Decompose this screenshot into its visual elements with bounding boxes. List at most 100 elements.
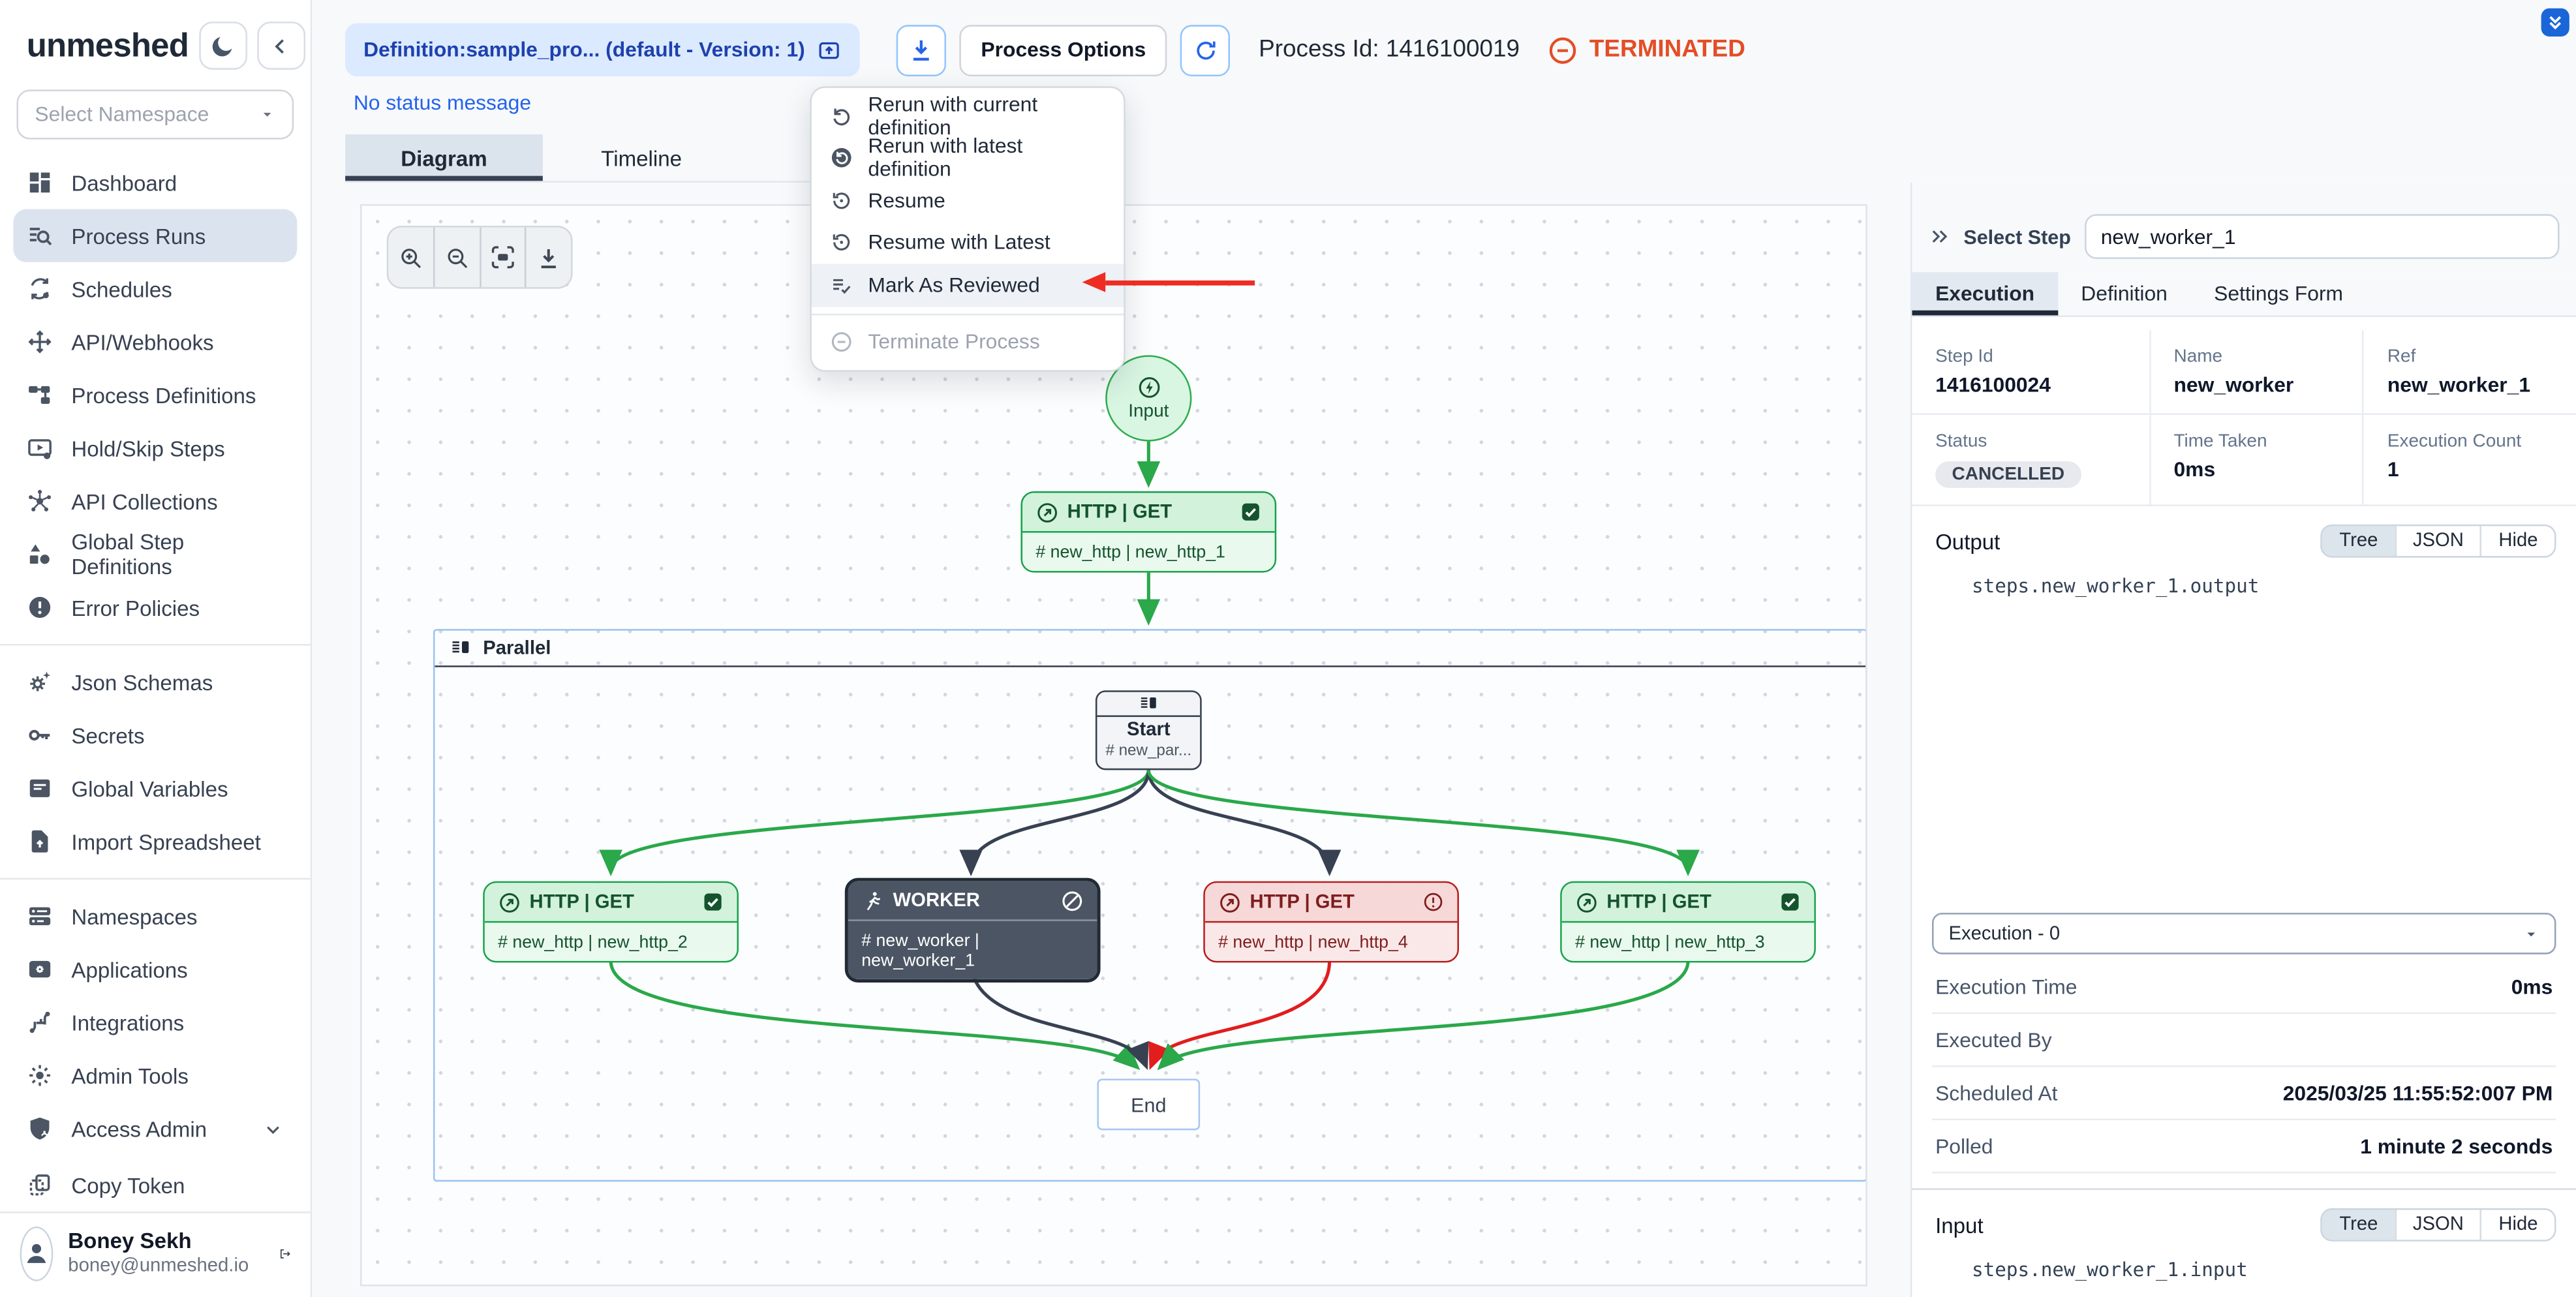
sidebar-item-namespaces[interactable]: Namespaces [13,889,297,942]
input-path[interactable]: steps.new_worker_1.input [1972,1258,2248,1281]
sidebar-item-process-runs[interactable]: Process Runs [13,209,298,262]
http-icon [1035,500,1059,524]
status-message-link[interactable]: No status message [353,91,532,115]
tab-timeline[interactable]: Timeline [601,145,682,172]
chevron-left-icon [269,34,292,57]
logo-text: unmeshed [26,27,189,64]
list-check-icon [830,273,853,297]
view-tabs: Diagram Timeline [345,134,1076,183]
status-badge: CANCELLED [1935,461,2081,488]
topbar: Definition:sample_pro... (default - Vers… [312,0,2576,115]
node-end[interactable]: End [1097,1078,1201,1131]
node-new-http-1[interactable]: HTTP | GET # new_http | new_http_1 [1020,491,1277,573]
fit-view-button[interactable] [480,227,527,288]
annotation-arrow-line [1105,279,1255,285]
json-schemas-icon [27,669,54,695]
rerun-icon [830,104,853,128]
node-new-http-3[interactable]: HTTP | GET # new_http | new_http_3 [1560,881,1816,963]
menu-item-resume[interactable]: Resume [812,179,1124,222]
input-tree-button[interactable]: Tree [2322,1210,2397,1240]
person-icon [22,1238,52,1268]
output-tree-button[interactable]: Tree [2322,526,2397,557]
node-new-worker-1[interactable]: WORKER # new_worker | new_worker_1 [844,877,1101,983]
tab-definition[interactable]: Definition [2081,282,2168,306]
error-policies-icon [27,594,54,621]
sidebar-item-global-step-definitions[interactable]: Global Step Definitions [13,528,297,581]
bolt-circle-icon [1136,375,1161,400]
tab-settings-form[interactable]: Settings Form [2214,282,2344,306]
sidebar-item-dashboard[interactable]: Dashboard [13,156,297,209]
select-step-label: Select Step [1963,224,2071,249]
definition-button[interactable]: Definition:sample_pro... (default - Vers… [345,23,860,77]
menu-item-mark-as-reviewed[interactable]: Mark As Reviewed [811,264,1124,307]
node-new-http-2[interactable]: HTTP | GET # new_http | new_http_2 [483,881,739,963]
parallel-container[interactable]: Parallel [433,629,1866,1182]
output-json-button[interactable]: JSON [2396,526,2482,557]
input-json-button[interactable]: JSON [2396,1210,2482,1240]
sidebar-item-api-webhooks[interactable]: API/Webhooks [13,315,297,368]
zoom-out-button[interactable] [435,227,481,288]
annotation-arrow-head [1082,271,1106,292]
panel-tabs: Execution Definition Settings Form [1912,272,2576,317]
moon-icon [209,33,236,59]
schedules-icon [27,275,54,302]
sidebar-item-import-spreadsheet[interactable]: Import Spreadsheet [13,815,297,868]
process-options-button[interactable]: Process Options [959,23,1168,76]
sidebar-item-admin-tools[interactable]: Admin Tools [13,1049,297,1102]
sidebar-item-integrations[interactable]: Integrations [13,996,297,1048]
sidebar-item-error-policies[interactable]: Error Policies [13,581,297,633]
execution-select[interactable]: Execution - 0 [1931,913,2556,954]
sidebar-item-schedules[interactable]: Schedules [13,262,297,315]
select-step-input[interactable] [2084,214,2560,259]
zoom-in-button[interactable] [388,227,435,288]
download-icon [536,245,561,269]
menu-item-rerun-latest[interactable]: Rerun with latest definition [812,135,1124,181]
collapse-sidebar-button[interactable] [256,22,305,70]
output-hide-button[interactable]: Hide [2481,526,2554,557]
menu-item-resume-latest[interactable]: Resume with Latest [812,222,1124,264]
sidebar-item-hold-skip-steps[interactable]: Hold/Skip Steps [13,421,297,474]
download-diagram-button[interactable] [527,228,571,288]
api-webhooks-icon [27,329,54,356]
tab-diagram[interactable]: Diagram [345,134,543,181]
caret-down-icon [2523,925,2539,941]
sidebar-item-secrets[interactable]: Secrets [13,709,297,761]
node-new-http-4[interactable]: HTTP | GET # new_http | new_http_4 [1203,881,1460,963]
sidebar-item-json-schemas[interactable]: Json Schemas [13,656,297,709]
output-path[interactable]: steps.new_worker_1.output [1972,574,2260,598]
sidebar-item-global-variables[interactable]: Global Variables [13,762,297,815]
input-view-toggle: Tree JSON Hide [2321,1208,2556,1242]
expand-panel-icon[interactable] [1929,226,1950,247]
sidebar-item-copy-token[interactable]: Copy Token [13,1159,297,1211]
download-execution-button[interactable] [896,23,947,76]
input-hide-button[interactable]: Hide [2481,1210,2554,1240]
user-info: Boney Sekh boney@unmeshed.io [68,1228,249,1279]
http-icon [1218,891,1242,914]
avatar[interactable] [20,1225,54,1281]
download-icon [908,37,935,63]
sidebar-item-applications[interactable]: Applications [13,943,297,996]
dark-mode-button[interactable] [198,22,247,70]
help-widget-button[interactable] [2541,8,2569,37]
sidebar-item-api-collections[interactable]: API Collections [13,475,297,528]
logout-icon[interactable] [279,1239,290,1267]
output-view-toggle: Tree JSON Hide [2321,524,2556,558]
sidebar-item-access-admin[interactable]: Access Admin [13,1102,297,1155]
refresh-button[interactable] [1180,23,1231,76]
menu-item-rerun-current[interactable]: Rerun with current definition [812,93,1124,139]
sidebar-item-process-definitions[interactable]: Process Definitions [13,369,297,421]
node-parallel-start[interactable]: Start # new_par... [1095,690,1202,771]
diagram-canvas[interactable]: Input HTTP | GET # new_http | new_http_1… [360,204,1867,1287]
node-input[interactable]: Input [1105,355,1192,442]
process-runs-icon [27,222,54,249]
namespace-select[interactable]: Select Namespace [16,89,294,140]
menu-item-terminate-process[interactable]: Terminate Process [812,321,1124,363]
diagram-toolbar [386,225,573,289]
step-details-panel: Select Step Execution Definition Setting… [1910,182,2576,1297]
tab-execution[interactable]: Execution [1912,272,2058,316]
